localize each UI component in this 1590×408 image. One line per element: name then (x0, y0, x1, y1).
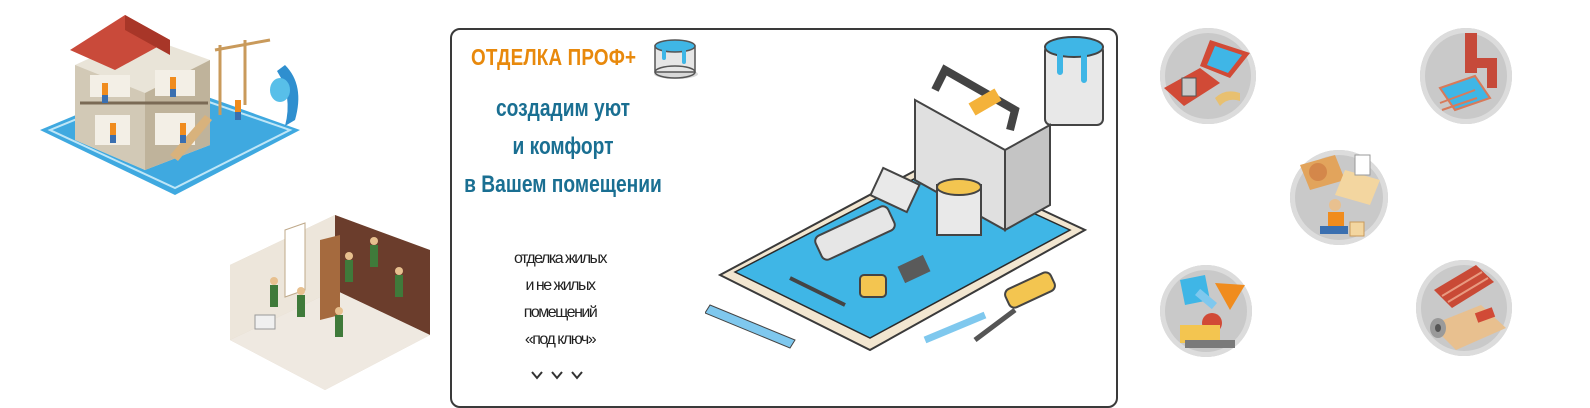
service-line-4: «под ключ» (524, 331, 597, 348)
slogan-line-2: и комфорт (512, 133, 614, 160)
tools-grinder-icon (1160, 265, 1252, 357)
service-line-1: отделка жилых (513, 250, 608, 267)
service-line-3: помещений (523, 304, 598, 321)
roof-tiles-roll-icon (1416, 260, 1512, 356)
phone-toolbox-illustration (704, 30, 1115, 365)
paint-can-icon (650, 36, 700, 81)
floor-tiling-icon (1290, 150, 1388, 245)
service-line-2: и не жилых (525, 277, 596, 294)
house-construction-illustration (30, 5, 310, 200)
brand-title: ОТДЕЛКА ПРОФ+ (471, 44, 637, 70)
roofing-window-icon (1160, 28, 1256, 124)
slogan-line-1: создадим уют (495, 95, 631, 122)
slogan-line-3: в Вашем помещении (464, 171, 662, 198)
room-renovation-illustration (225, 195, 435, 395)
scroll-down-chevrons-icon[interactable] (528, 368, 588, 387)
gutter-pipe-icon (1420, 28, 1512, 124)
